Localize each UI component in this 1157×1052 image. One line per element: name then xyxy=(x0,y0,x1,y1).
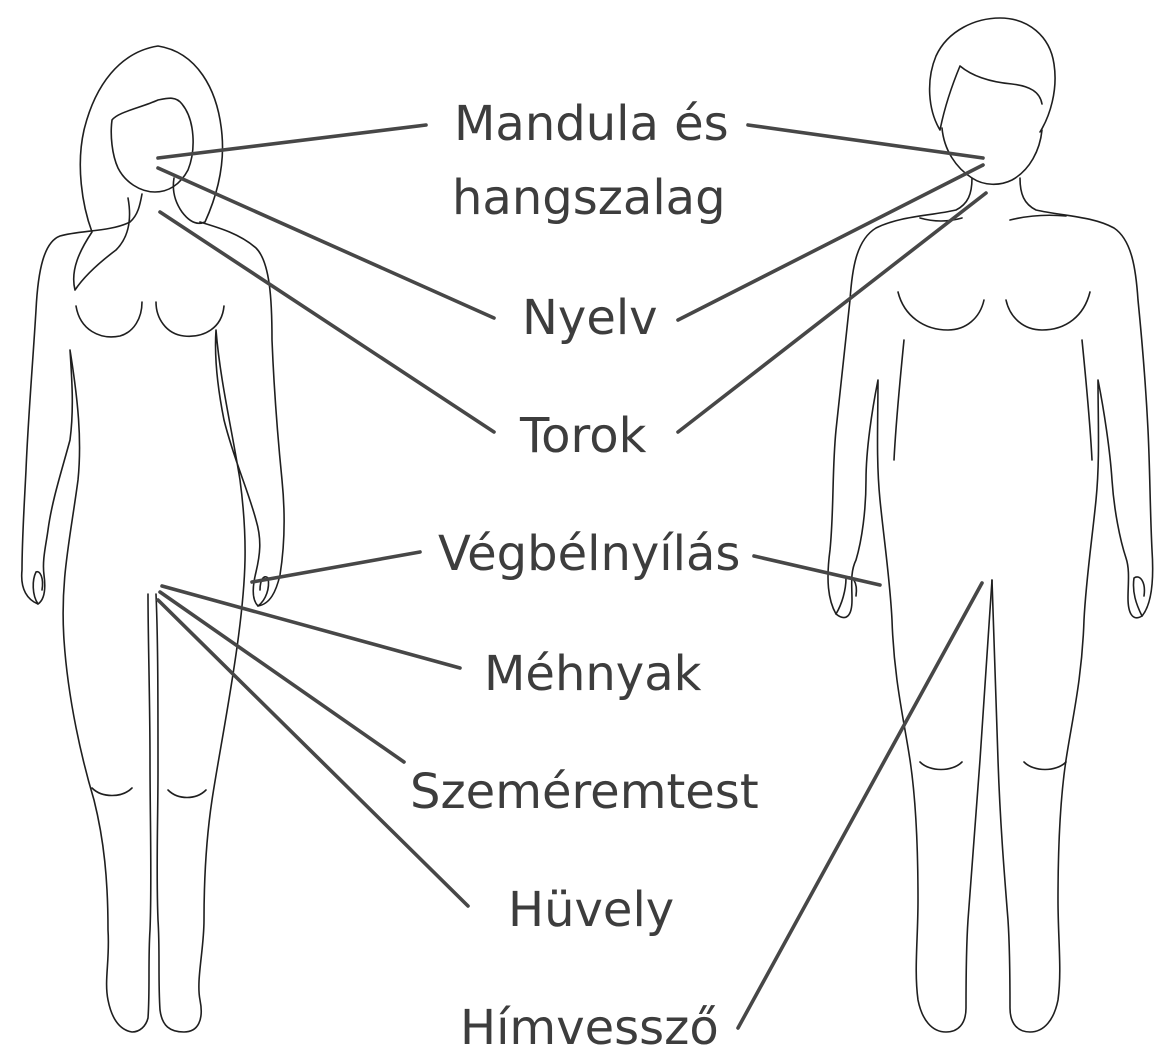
leader-penis xyxy=(738,583,982,1028)
label-vulva: Szeméremtest xyxy=(410,764,759,820)
male-hand-right xyxy=(1133,577,1144,616)
labels: Mandula és hangszalag Nyelv Torok Végbél… xyxy=(410,96,759,1052)
male-hair xyxy=(930,18,1055,132)
female-breast-left xyxy=(76,302,142,337)
label-vagina: Hüvely xyxy=(508,882,674,938)
female-body-right xyxy=(156,222,284,1032)
leader-anus-male xyxy=(754,556,880,585)
leader-tonsils-female xyxy=(158,125,426,158)
female-hand-left xyxy=(33,572,42,604)
male-chest-right xyxy=(1006,292,1090,330)
label-anus: Végbélnyílás xyxy=(438,526,740,582)
leader-cervix xyxy=(162,586,460,668)
male-figure xyxy=(828,18,1153,1032)
male-knee-right xyxy=(1024,762,1066,770)
female-hair xyxy=(74,46,223,290)
female-knee-left xyxy=(92,788,132,796)
male-chest-left xyxy=(898,292,984,330)
female-body-left xyxy=(22,194,151,1032)
male-body-left xyxy=(828,178,992,1032)
label-penis: Hímvessző xyxy=(460,1000,719,1052)
leader-tonsils-male xyxy=(748,125,983,158)
label-tonsils-line1: Mandula és xyxy=(454,96,729,152)
leader-vagina xyxy=(158,600,468,906)
label-tongue: Nyelv xyxy=(522,290,658,346)
male-body-right xyxy=(992,178,1153,1032)
female-figure xyxy=(22,46,284,1032)
male-collarbone-right xyxy=(1010,215,1066,220)
female-knee-right xyxy=(168,790,206,798)
female-breast-right xyxy=(156,302,224,336)
male-arm-inner-left xyxy=(894,340,904,460)
leader-anus-female xyxy=(252,552,420,582)
label-cervix: Méhnyak xyxy=(484,646,702,702)
label-throat: Torok xyxy=(519,408,647,464)
male-arm-inner-right xyxy=(1082,340,1092,460)
male-hand-left xyxy=(836,577,856,614)
male-knee-left xyxy=(920,762,962,770)
leader-throat-male xyxy=(678,193,986,432)
label-tonsils-line2: hangszalag xyxy=(452,170,726,226)
